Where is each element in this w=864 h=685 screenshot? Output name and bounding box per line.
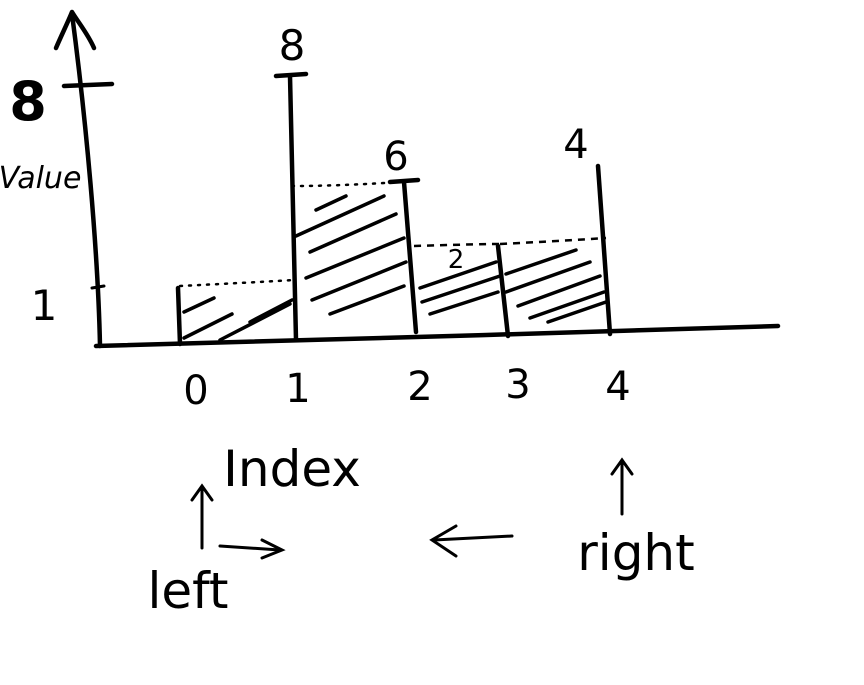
move-left-arrowhead <box>429 524 458 558</box>
x-tick-label-4: 4 <box>605 364 630 410</box>
x-tick-label-0: 0 <box>183 368 208 414</box>
left-pointer-up-arrowhead <box>190 483 214 502</box>
hatch-line <box>182 296 216 314</box>
x-axis-label: Index <box>223 440 361 498</box>
bar-2-value-label: 6 <box>383 134 408 180</box>
region-2-3-top <box>413 242 501 248</box>
bar-4-value-label: 4 <box>563 122 588 168</box>
y-tick-1 <box>90 284 106 290</box>
hatch-line <box>504 260 592 294</box>
y-tick-label-1: 1 <box>31 281 58 330</box>
bar-3 <box>495 243 511 339</box>
bar-1: 8 <box>273 21 309 343</box>
bar-4-line <box>595 163 613 337</box>
right-pointer: right <box>577 457 695 582</box>
x-axis: 0 1 2 3 4 Index <box>93 323 781 498</box>
bar-1-cap <box>273 71 309 79</box>
region-2-3-label: 2 <box>448 245 465 275</box>
y-axis-arrowhead <box>53 9 97 51</box>
hatch-line <box>546 300 608 324</box>
left-pointer-right-arrow <box>218 544 282 552</box>
bar-2-line <box>401 179 419 335</box>
hatch-line <box>328 284 406 316</box>
hatch-line <box>528 290 606 320</box>
left-pointer: left <box>148 483 286 620</box>
hatch-line <box>248 298 294 324</box>
hatch-line <box>218 302 292 342</box>
move-left-arrow <box>429 524 514 558</box>
right-pointer-up-arrowhead <box>610 457 634 476</box>
y-axis-label: Value <box>0 161 81 196</box>
x-tick-label-3: 3 <box>505 362 530 408</box>
region-0-1 <box>178 278 296 342</box>
bar-0 <box>175 285 183 347</box>
bar-4: 4 <box>563 122 613 337</box>
right-pointer-label: right <box>577 524 694 582</box>
region-3-4 <box>499 236 608 324</box>
bar-2: 6 <box>383 134 421 335</box>
hatch-line <box>428 290 500 316</box>
y-axis: 8 1 Value <box>0 9 115 349</box>
left-pointer-right-arrowhead <box>260 538 286 560</box>
hatch-line <box>310 260 408 302</box>
bar-3-line <box>495 243 511 339</box>
bars: 8 6 4 <box>175 21 613 347</box>
x-tick-label-1: 1 <box>285 366 310 412</box>
left-pointer-label: left <box>148 562 229 620</box>
region-0-1-top <box>178 278 296 288</box>
hatch-line <box>308 212 398 254</box>
y-tick-8 <box>61 81 115 89</box>
hatch-line <box>516 274 602 308</box>
region-1-2 <box>290 180 408 316</box>
x-axis-line <box>93 323 781 349</box>
bar-0-line <box>175 285 183 347</box>
region-3-4-top <box>499 236 607 246</box>
hatch-line <box>418 260 498 290</box>
bar-2-cap <box>387 177 421 185</box>
bar-1-line <box>287 73 299 343</box>
hatch-line <box>182 312 234 340</box>
hatch-line <box>504 248 578 276</box>
hatch-line <box>314 194 348 212</box>
hatch-line <box>304 236 406 280</box>
bar-1-value-label: 8 <box>279 21 306 70</box>
hatch-line <box>420 274 502 304</box>
region-1-2-top <box>290 180 402 188</box>
y-tick-label-8: 8 <box>9 70 47 133</box>
y-axis-line <box>69 11 103 349</box>
hatch-line <box>294 194 386 238</box>
region-2-3: 2 <box>413 242 502 316</box>
x-tick-label-2: 2 <box>407 364 432 410</box>
move-left-arrow-shaft <box>432 534 514 542</box>
